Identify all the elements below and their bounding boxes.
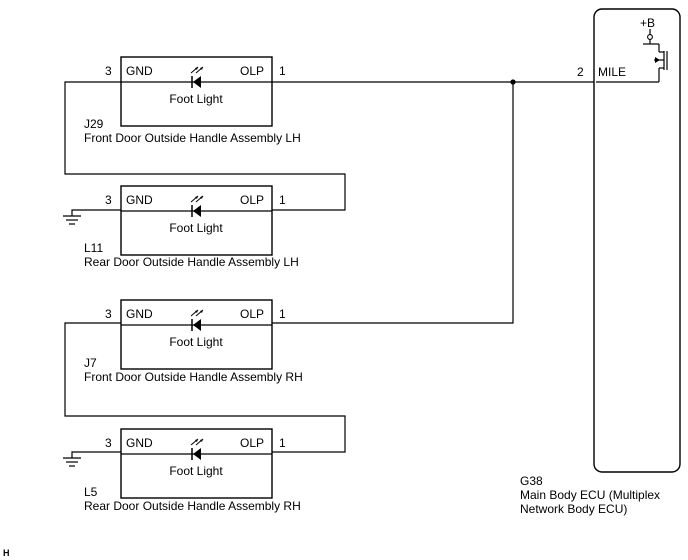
ecu-pin-label: MILE	[598, 65, 626, 79]
wire-j29-gnd-to-l11-olp	[64, 81, 346, 211]
ground-symbol-l11	[63, 215, 81, 225]
gnd-pin-number: 3	[105, 436, 112, 450]
ecu-pin-number: 2	[577, 65, 584, 79]
olp-pin-label: OLP	[240, 307, 264, 321]
output-transistor-icon	[643, 43, 668, 82]
gnd-pin-number: 3	[105, 193, 112, 207]
assembly-name: Front Door Outside Handle Assembly LH	[84, 131, 301, 145]
connector-id: J7	[84, 356, 97, 370]
olp-pin-number: 1	[279, 307, 286, 321]
ecu-connector-id: G38	[520, 474, 543, 488]
olp-pin-label: OLP	[240, 193, 264, 207]
ground-symbol-l5	[63, 457, 81, 467]
led-icon	[190, 438, 204, 460]
assembly-name: Front Door Outside Handle Assembly RH	[84, 370, 303, 384]
connector-id: J29	[84, 117, 104, 131]
connector-id: L5	[84, 485, 98, 499]
junction-dot	[510, 79, 516, 85]
ecu-name-line2: Network Body ECU)	[520, 502, 627, 516]
foot-light-label: Foot Light	[169, 92, 223, 106]
wire-l11-gnd	[71, 209, 121, 216]
led-icon	[190, 309, 204, 331]
assembly-name: Rear Door Outside Handle Assembly RH	[84, 499, 301, 513]
gnd-pin-label: GND	[126, 436, 153, 450]
wiring	[64, 79, 596, 458]
wire-bus-to-j7	[272, 82, 514, 324]
foot-light-label: Foot Light	[169, 335, 223, 349]
corner-mark: H	[3, 548, 10, 558]
gnd-pin-label: GND	[126, 193, 153, 207]
olp-pin-number: 1	[279, 64, 286, 78]
olp-pin-number: 1	[279, 193, 286, 207]
olp-pin-label: OLP	[240, 436, 264, 450]
ecu-box	[593, 8, 681, 473]
foot-light-label: Foot Light	[169, 464, 223, 478]
supply-terminal	[647, 34, 653, 40]
gnd-pin-label: GND	[126, 307, 153, 321]
wire-j7-gnd-to-l5-olp	[64, 322, 346, 453]
connector-id: L11	[84, 241, 103, 255]
gnd-pin-number: 3	[105, 64, 112, 78]
led-icon	[190, 66, 204, 88]
assembly-name: Rear Door Outside Handle Assembly LH	[84, 255, 299, 269]
wire-l5-gnd	[71, 451, 121, 458]
ecu-supply-label: +B	[640, 16, 655, 30]
olp-pin-number: 1	[279, 436, 286, 450]
ecu-name-line1: Main Body ECU (Multiplex	[520, 488, 660, 502]
foot-light-label: Foot Light	[169, 221, 223, 235]
led-icon	[190, 195, 204, 217]
gnd-pin-label: GND	[126, 64, 153, 78]
olp-pin-label: OLP	[240, 64, 264, 78]
main-body-ecu: +B 2 MILE G38 Main Body ECU (Multiplex N…	[520, 8, 681, 516]
gnd-pin-number: 3	[105, 307, 112, 321]
